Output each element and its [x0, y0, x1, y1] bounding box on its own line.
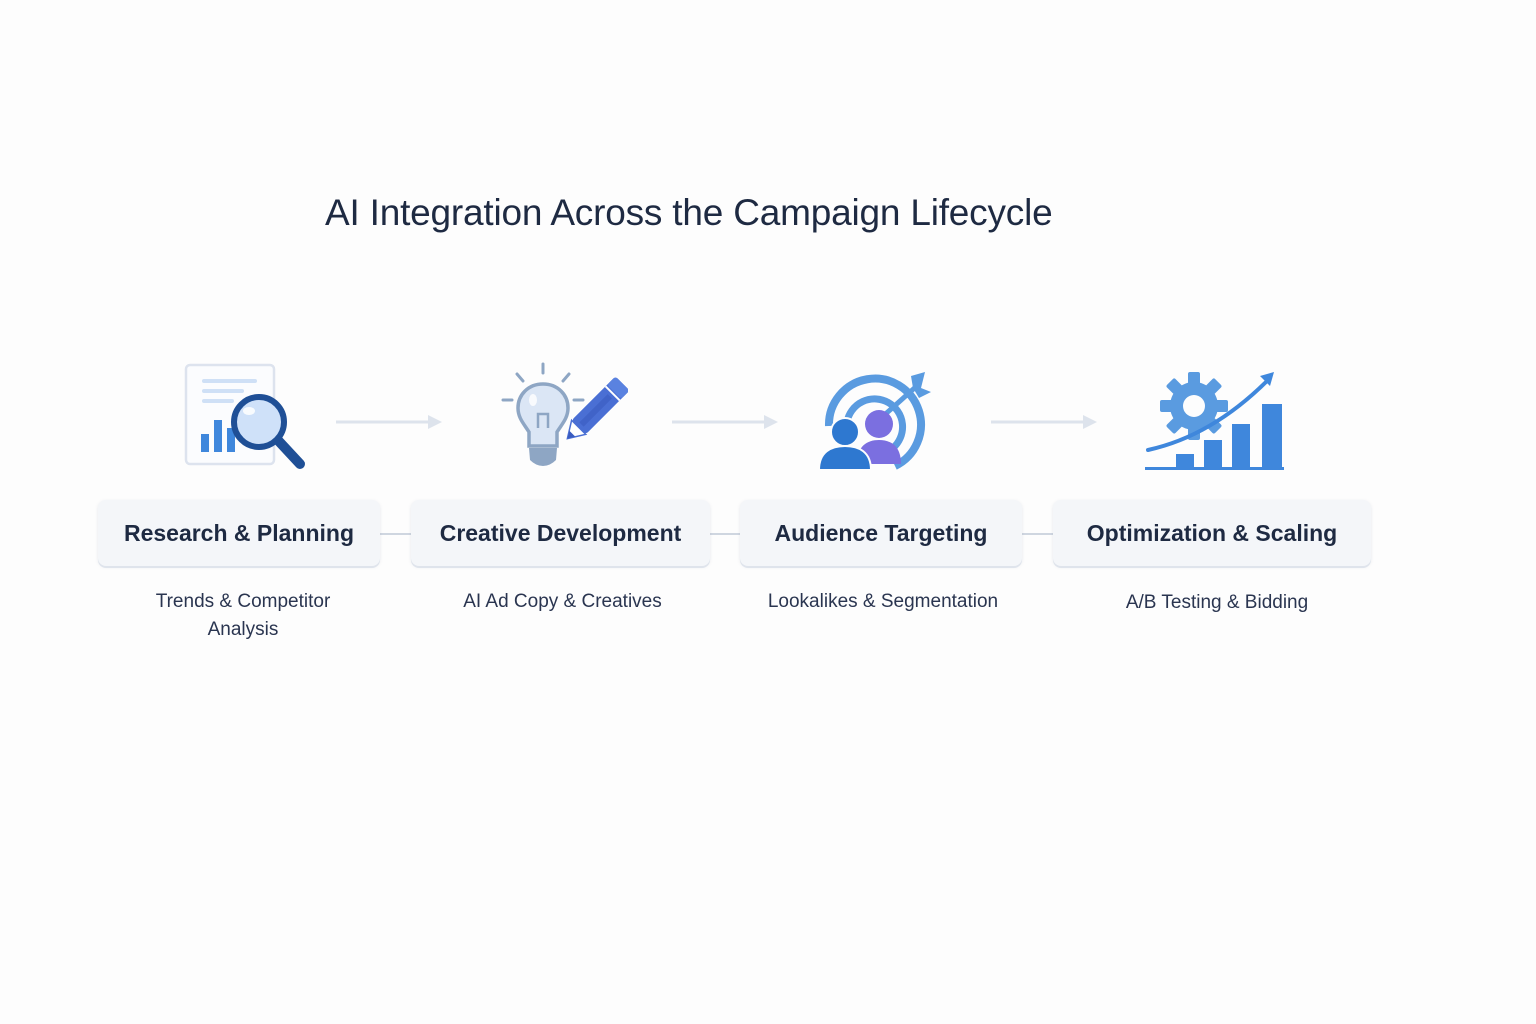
connector-3 [1022, 533, 1053, 535]
audience-target-icon [817, 372, 931, 471]
stage-label: Audience Targeting [774, 519, 988, 546]
stage-label: Research & Planning [123, 519, 355, 546]
stage-description-audience-targeting: Lookalikes & Segmentation [740, 588, 1026, 616]
description-line: Analysis [207, 619, 279, 640]
flow-arrow-1 [336, 415, 442, 429]
stage-card-creative-development: Creative Development [411, 500, 710, 566]
description-line: Lookalikes & Segmentation [767, 591, 999, 612]
description-line: AI Ad Copy & Creatives [463, 591, 662, 612]
flow-arrow-3 [991, 415, 1097, 429]
stage-description-creative-development: AI Ad Copy & Creatives [411, 588, 714, 616]
diagram-title: AI Integration Across the Campaign Lifec… [325, 192, 1053, 233]
gear-growth-chart-icon [1145, 372, 1284, 470]
document-magnifier-icon [184, 363, 305, 469]
stage-card-optimization-scaling: Optimization & Scaling [1053, 500, 1371, 566]
stage-card-audience-targeting: Audience Targeting [740, 500, 1022, 566]
flow-arrow-2 [672, 415, 778, 429]
connector-1 [380, 533, 411, 535]
lightbulb-pencil-icon [501, 362, 628, 466]
connector-2 [710, 533, 740, 535]
description-line: Trends & Competitor [155, 591, 331, 612]
description-line: A/B Testing & Bidding [1125, 592, 1309, 613]
stage-card-research-planning: Research & Planning [98, 500, 380, 566]
stage-label: Creative Development [439, 519, 682, 546]
stage-description-optimization-scaling: A/B Testing & Bidding [1058, 589, 1376, 617]
stage-label: Optimization & Scaling [1086, 519, 1338, 546]
stage-description-research-planning: Trends & Competitor Analysis [98, 588, 388, 644]
